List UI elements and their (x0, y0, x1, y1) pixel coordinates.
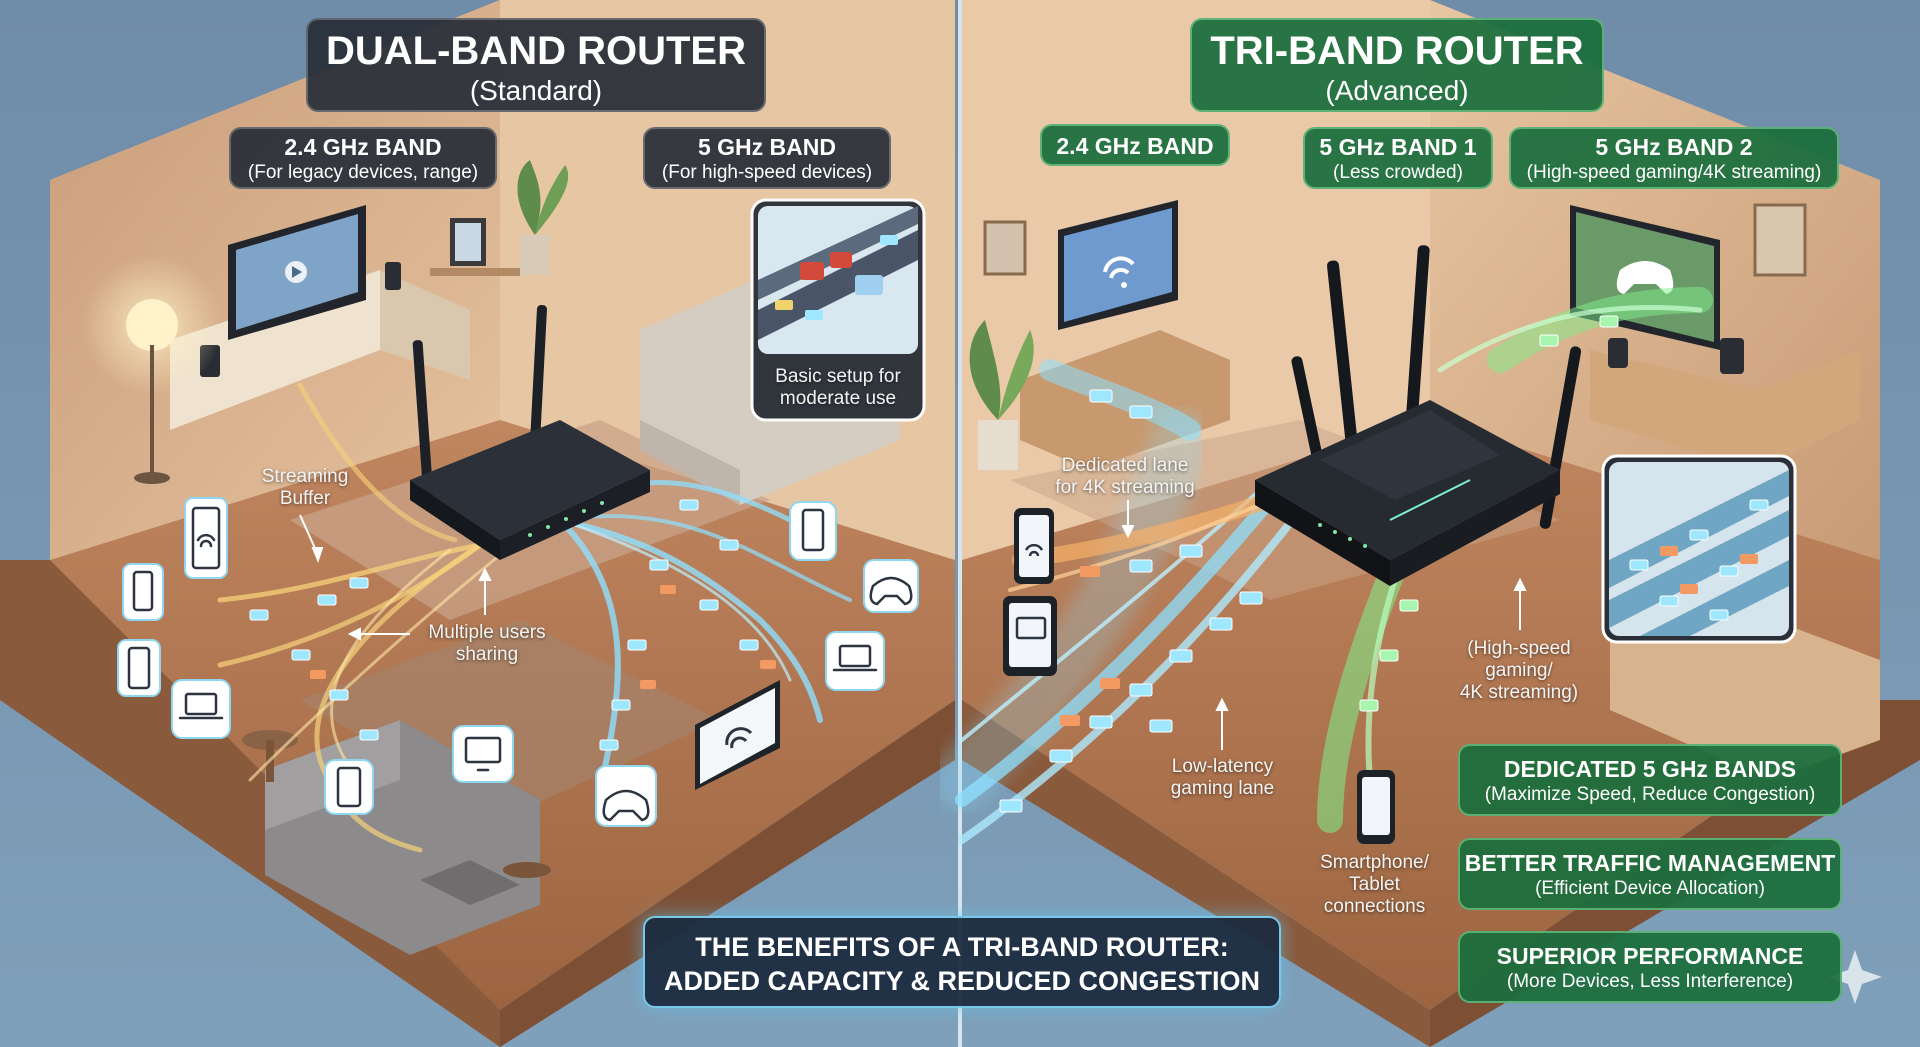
feature-traffic-management: BETTER TRAFFIC MANAGEMENT (Efficient Dev… (1458, 838, 1842, 910)
left-annotation-arrows (299, 514, 492, 641)
right-inset-lanes (1601, 454, 1797, 644)
band-title: 5 GHz BAND 1 (1319, 134, 1477, 160)
feature-dedicated-bands: DEDICATED 5 GHz BANDS (Maximize Speed, R… (1458, 744, 1842, 816)
monitor-icon (452, 725, 514, 783)
feature-superior-performance: SUPERIOR PERFORMANCE (More Devices, Less… (1458, 931, 1842, 1003)
right-band-5-1: 5 GHz BAND 1 (Less crowded) (1303, 127, 1493, 189)
left-title-box: DUAL-BAND ROUTER (Standard) (306, 18, 766, 112)
phone-icon (789, 501, 837, 561)
banner-line-2: ADDED CAPACITY & REDUCED CONGESTION (663, 966, 1261, 996)
right-band-5-2: 5 GHz BAND 2 (High-speed gaming/4K strea… (1509, 127, 1839, 189)
feature-subtitle: (Maximize Speed, Reduce Congestion) (1484, 784, 1816, 805)
band-title: 5 GHz BAND (697, 134, 836, 160)
left-band-5: 5 GHz BAND (For high-speed devices) (643, 127, 891, 189)
left-title: DUAL-BAND ROUTER (326, 29, 746, 73)
left-router (410, 305, 650, 560)
gamepad-icon (863, 559, 919, 613)
annotation-dedicated-lane: Dedicated lane for 4K streaming (1055, 455, 1195, 498)
left-band-24: 2.4 GHz BAND (For legacy devices, range) (229, 127, 497, 189)
center-divider (958, 0, 962, 1047)
feature-title: SUPERIOR PERFORMANCE (1496, 943, 1804, 969)
left-inset-traffic (750, 198, 926, 422)
band-title: 2.4 GHz BAND (1056, 133, 1214, 159)
band-title: 5 GHz BAND 2 (1595, 134, 1753, 160)
benefits-banner: THE BENEFITS OF A TRI-BAND ROUTER: ADDED… (643, 916, 1281, 1008)
annotation-high-speed: (High-speed gaming/ 4K streaming) (1459, 638, 1579, 703)
tablet-icon (184, 497, 228, 579)
annotation-smartphone: Smartphone/ Tablet connections (1320, 852, 1429, 917)
feature-title: DEDICATED 5 GHz BANDS (1503, 756, 1797, 782)
band-subtitle: (High-speed gaming/4K streaming) (1526, 162, 1822, 183)
sparkle-icon (1828, 950, 1882, 1004)
band-subtitle: (For legacy devices, range) (247, 162, 479, 183)
left-data-streams (217, 382, 852, 853)
banner-line-1: THE BENEFITS OF A TRI-BAND ROUTER: (695, 932, 1229, 962)
right-title: TRI-BAND ROUTER (1210, 29, 1584, 73)
left-floor-monitor (695, 680, 780, 790)
laptop-icon (825, 631, 885, 691)
left-inset-caption: Basic setup for moderate use (775, 366, 901, 409)
right-annotation-arrows (1121, 500, 1527, 750)
annotation-streaming-buffer: Streaming Buffer (261, 466, 349, 509)
right-title-box: TRI-BAND ROUTER (Advanced) (1190, 18, 1604, 112)
feature-subtitle: (Efficient Device Allocation) (1535, 878, 1765, 899)
band-subtitle: (Less crowded) (1333, 162, 1463, 183)
feature-subtitle: (More Devices, Less Interference) (1506, 971, 1794, 992)
annotation-low-latency: Low-latency gaming lane (1170, 756, 1275, 799)
right-router (1255, 245, 1582, 586)
gamepad-icon (595, 765, 657, 827)
right-subtitle: (Advanced) (1325, 75, 1469, 106)
feature-title: BETTER TRAFFIC MANAGEMENT (1464, 850, 1836, 876)
right-device-icons (1003, 508, 1395, 844)
band-title: 2.4 GHz BAND (284, 134, 442, 160)
laptop-icon (171, 679, 231, 739)
band-subtitle: (For high-speed devices) (661, 162, 873, 183)
annotation-multiple-users: Multiple users sharing (428, 622, 546, 665)
left-subtitle: (Standard) (469, 75, 603, 106)
right-band-24: 2.4 GHz BAND (1040, 124, 1230, 166)
